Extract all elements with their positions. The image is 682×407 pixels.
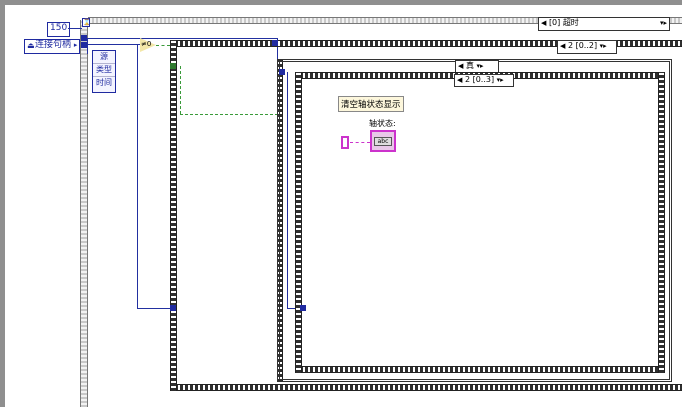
boolean-wire (156, 45, 170, 46)
sequence-frame-label: 2 [0..2] (567, 41, 598, 50)
case-label: 真 (465, 61, 474, 70)
wire (87, 38, 277, 39)
sequence-frame-selector[interactable]: ◀ 2 [0..2] ▾▸ (557, 40, 617, 54)
empty-string-constant[interactable] (341, 136, 349, 149)
tunnel[interactable] (170, 63, 176, 69)
string-wire (350, 142, 370, 143)
timeout-terminal-icon[interactable]: ⌛ (82, 18, 91, 27)
axis-status-indicator[interactable]: abc (370, 130, 396, 152)
boolean-wire (180, 114, 278, 115)
cluster-item-source: 源 (100, 52, 108, 61)
reference-icon: ⏏ (27, 41, 35, 50)
wire (287, 72, 288, 308)
tunnel[interactable] (170, 305, 176, 311)
window-top-edge (0, 0, 682, 5)
tunnel[interactable] (81, 42, 87, 48)
selector-dropdown-icon[interactable]: ▾▸ (599, 42, 607, 50)
inner-sequence-label: 2 [0..3] (464, 75, 495, 84)
selector-decrement-icon[interactable]: ◀ (541, 19, 547, 27)
outer-case-selector[interactable]: ◀ [0] 超时 ▾▸ (538, 17, 670, 31)
inner-sequence-bottom[interactable] (295, 366, 665, 373)
output-arrow-icon: ▸ (73, 41, 78, 49)
flat-sequence-left[interactable] (170, 40, 177, 391)
flat-sequence-bottom[interactable] (170, 384, 682, 391)
error-cluster-unbundle[interactable]: 源 类型 时间 (92, 50, 116, 93)
case-structure[interactable] (277, 59, 672, 382)
tunnel[interactable] (81, 35, 87, 41)
selector-dropdown-icon[interactable]: ▾▸ (476, 62, 484, 70)
while-loop-left-border[interactable] (80, 20, 88, 407)
selector-decrement-icon[interactable]: ◀ (458, 62, 464, 70)
while-loop-top-border[interactable] (88, 17, 538, 24)
selector-dropdown-icon[interactable]: ▾▸ (496, 76, 504, 84)
cluster-item-type: 类型 (93, 63, 115, 76)
tunnel[interactable] (300, 305, 306, 311)
wire (277, 38, 278, 72)
cluster-item-time: 时间 (93, 76, 115, 89)
connection-handle-constant[interactable]: ⏏ 连接句柄 ▸ (24, 39, 81, 54)
wire (68, 28, 82, 29)
inner-sequence-left[interactable] (295, 72, 302, 373)
selector-dropdown-icon[interactable]: ▾▸ (659, 19, 667, 27)
outer-case-label: [0] 超时 (548, 18, 579, 27)
window-left-edge (0, 0, 5, 407)
case-selector[interactable]: ◀ 真 ▾▸ (455, 60, 499, 74)
wire (87, 44, 141, 45)
inner-sequence-right[interactable] (658, 72, 665, 373)
tunnel[interactable] (279, 69, 285, 75)
axis-status-label: 轴状态: (369, 119, 396, 128)
not-equal-zero-comparator[interactable] (140, 38, 156, 52)
comparator-label: ≠0 (141, 40, 152, 48)
selector-decrement-icon[interactable]: ◀ (457, 76, 463, 84)
wire (137, 308, 173, 309)
clear-axis-status-label: 清空轴状态显示 (338, 96, 404, 112)
timeout-constant[interactable]: 150 (47, 22, 71, 37)
boolean-wire (180, 66, 181, 114)
flat-sequence-top[interactable] (170, 40, 682, 47)
tunnel[interactable] (272, 40, 278, 46)
inner-sequence-selector[interactable]: ◀ 2 [0..3] ▾▸ (454, 74, 514, 87)
connection-handle-label: 连接句柄 (35, 40, 72, 50)
wire (87, 38, 88, 54)
selector-decrement-icon[interactable]: ◀ (560, 42, 566, 50)
wire (137, 44, 138, 308)
string-indicator: abc (374, 137, 392, 146)
